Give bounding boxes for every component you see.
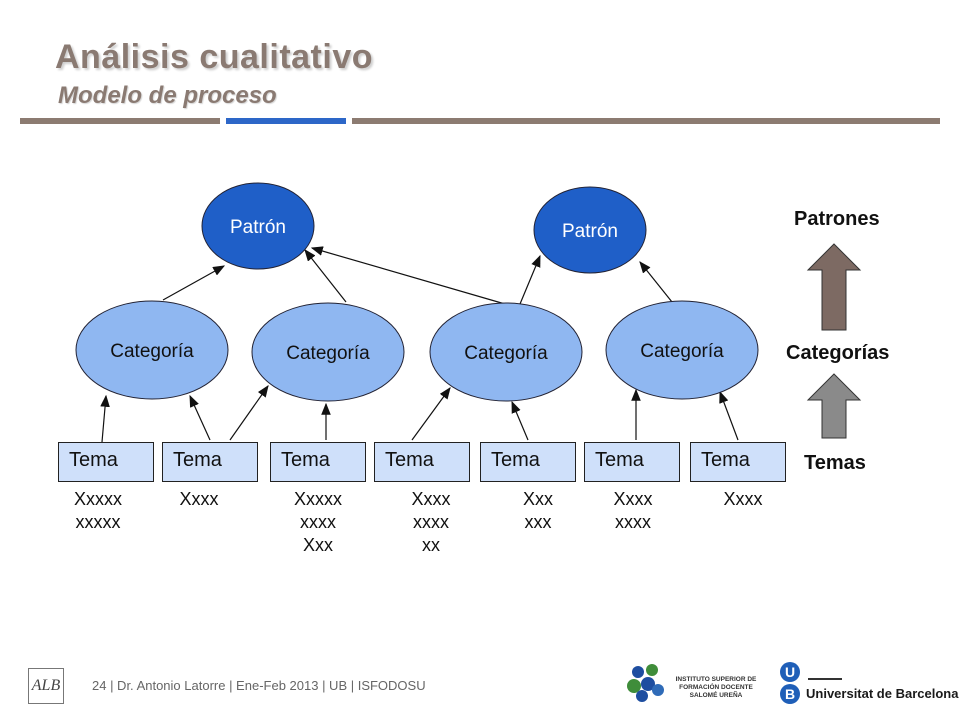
theme-box-4: Tema [374,442,470,482]
arrow-cat4-pat2 [639,261,673,303]
theme-sub-4: Xxxx xxxx xx [411,489,451,555]
ub-b-mark: B [780,684,800,704]
arrow-cat2-pat1 [304,249,347,303]
category-node-1: Categoría [75,300,229,400]
ub-name: Universitat de Barcelona [806,686,959,701]
divider-right [352,118,940,124]
institute-name: INSTITUTO SUPERIOR DE FORMACIÓN DOCENTE … [675,676,757,699]
slide-subtitle: Modelo de proceso [58,82,277,109]
theme-sub-7: Xxxx [723,489,763,509]
category-label: Categoría [464,343,548,364]
category-label: Categoría [640,341,724,362]
theme-box-1: Tema [58,442,154,482]
ub-u-mark: U [780,662,800,682]
arrow-tema2-cat2 [229,385,269,441]
arrow-cat3-pat2 [519,254,541,305]
institute-logo-icon [627,664,664,702]
side-label-temas: Temas [804,452,866,474]
theme-sub-2: Xxxx [179,489,219,509]
category-label: Categoría [286,343,370,364]
theme-box-6: Tema [584,442,680,482]
arrow-tema5-cat3 [511,400,529,441]
arrow-up-categorias [806,373,862,439]
theme-box-5: Tema [480,442,576,482]
divider-left [20,118,220,124]
side-label-categorias: Categorías [786,342,890,364]
theme-sub-6: Xxxx xxxx [613,489,653,532]
arrow-cat1-pat1 [162,265,226,301]
theme-sub-5: Xxx xxx [522,489,553,532]
alb-logo: ALB [28,668,64,704]
theme-box-7: Tema [690,442,786,482]
arrow-tema1-cat1 [100,394,110,443]
pattern-node-2: Patrón [533,186,647,274]
footer-text: 24 | Dr. Antonio Latorre | Ene-Feb 2013 … [92,678,426,693]
connector-arrows [100,246,739,443]
arrow-tema2-cat1 [189,394,211,441]
theme-sub-1: Xxxxx xxxxx [73,489,122,532]
ub-building-icon [808,664,842,680]
theme-box-3: Tema [270,442,366,482]
category-label: Categoría [110,341,194,362]
theme-box-2: Tema [162,442,258,482]
pattern-node-1: Patrón [201,182,315,270]
slide-title: Análisis cualitativo [55,38,373,76]
side-label-patrones: Patrones [794,208,880,230]
arrow-cat3-pat1 [310,246,506,305]
arrow-tema4-cat3 [411,387,451,441]
pattern-label: Patrón [562,221,618,242]
arrow-up-patrones [806,243,862,331]
theme-sub-3: Xxxxx xxxx Xxx [293,489,342,555]
category-node-3: Categoría [429,302,583,402]
divider-accent [226,118,346,124]
arrow-tema7-cat4 [719,390,739,441]
category-node-4: Categoría [605,300,759,400]
category-node-2: Categoría [251,302,405,402]
pattern-label: Patrón [230,217,286,238]
